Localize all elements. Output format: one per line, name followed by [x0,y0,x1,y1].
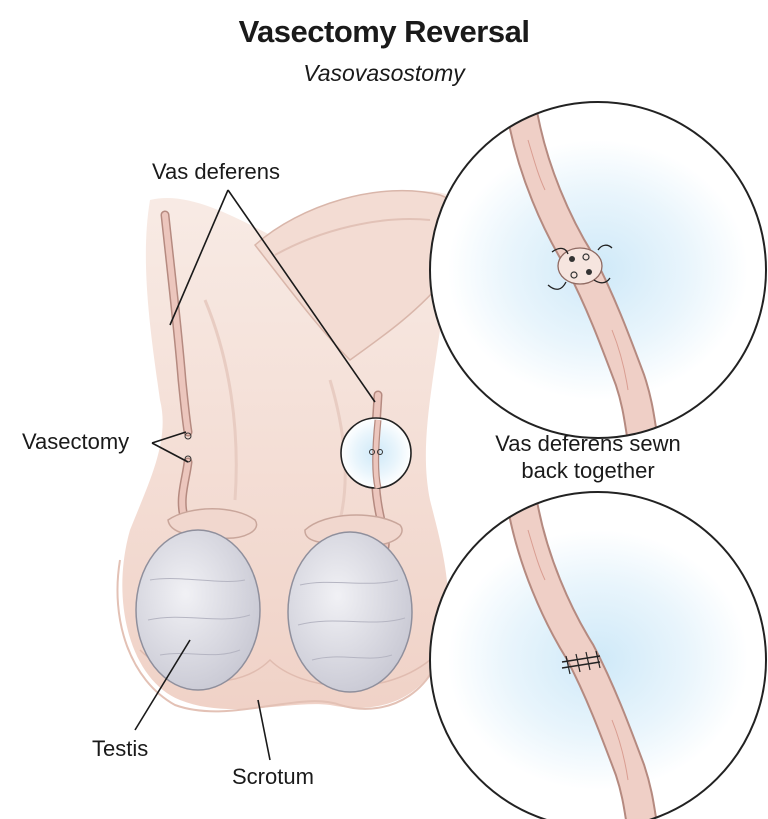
top-magnified-view [429,101,767,439]
sewn-caption: Vas deferens sewn back together [448,430,728,484]
sewn-caption-line2: back together [521,458,655,483]
scrotum-label: Scrotum [232,764,314,789]
small-callout [340,417,412,489]
right-testis [287,531,413,693]
page-subtitle: Vasovasostomy [303,60,465,86]
page-title: Vasectomy Reversal [238,14,530,49]
vas-deferens-label: Vas deferens [152,159,281,184]
vasectomy-label: Vasectomy [22,429,130,454]
sewn-caption-line1: Vas deferens sewn [495,431,681,456]
testis-label: Testis [92,736,149,761]
bottom-magnified-view [429,491,767,819]
left-testis [135,529,261,691]
leader-lines [134,189,376,761]
